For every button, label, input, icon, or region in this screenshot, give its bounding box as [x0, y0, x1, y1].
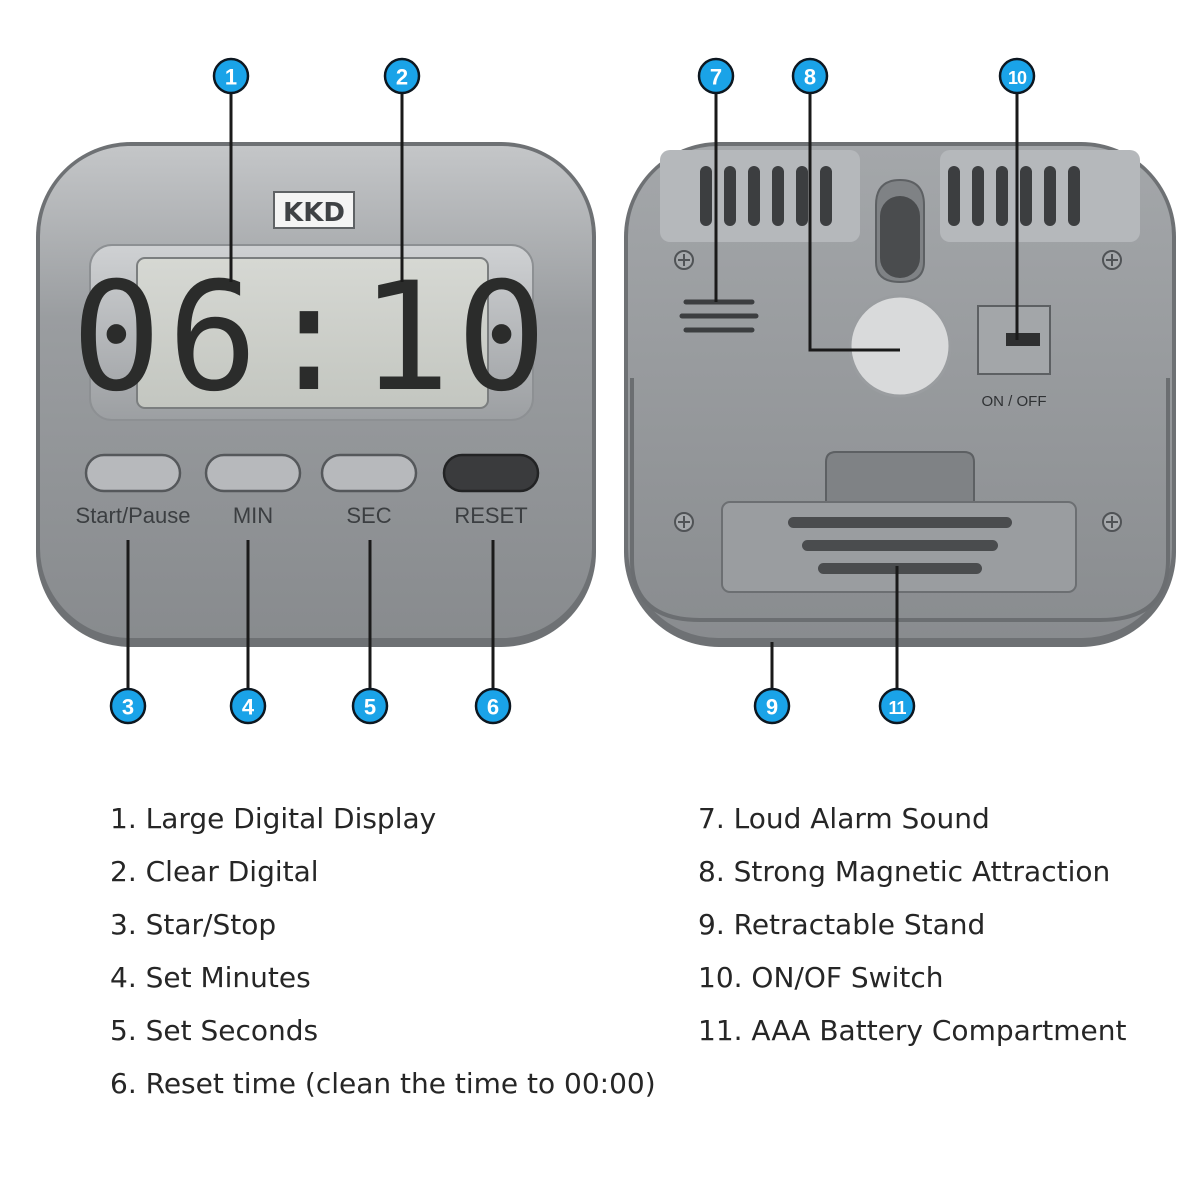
grille-right: [940, 150, 1140, 242]
svg-text:10: 10: [1008, 68, 1027, 88]
alarm-speaker-slits: [679, 299, 759, 333]
timer-back: ON / OFF: [624, 142, 1176, 647]
svg-text:11: 11: [888, 698, 906, 718]
magnet: [848, 294, 952, 398]
reset-button[interactable]: [442, 453, 540, 493]
svg-text:8: 8: [804, 65, 816, 90]
callout-6: 6: [474, 687, 512, 725]
stand-clip: [825, 451, 975, 506]
callout-lines: [126, 93, 1019, 688]
legend-item: 5. Set Seconds: [110, 1014, 319, 1047]
min-label: MIN: [233, 503, 273, 528]
svg-text:3: 3: [122, 695, 134, 720]
brand-logo-box: [273, 191, 355, 229]
start-pause-label: Start/Pause: [76, 503, 191, 528]
callout-10: 10: [998, 57, 1036, 95]
legend-item: 1. Large Digital Display: [110, 802, 437, 835]
battery-cover-grips: [788, 517, 1012, 574]
legend-item: 4. Set Minutes: [110, 961, 311, 994]
keyhole-slot: [880, 196, 920, 278]
grille-slots: [700, 166, 1080, 226]
callout-7: 7: [697, 57, 735, 95]
callout-3: 3: [109, 687, 147, 725]
legend-right: 7. Loud Alarm Sound 8. Strong Magnetic A…: [698, 802, 1127, 1067]
brand-logo: KKD: [283, 198, 345, 228]
svg-text:6: 6: [487, 695, 499, 720]
svg-text:5: 5: [364, 695, 376, 720]
on-off-switch[interactable]: [1006, 333, 1040, 346]
callout-4: 4: [229, 687, 267, 725]
reset-label: RESET: [454, 503, 527, 528]
callout-5: 5: [351, 687, 389, 725]
legend-item: 6. Reset time (clean the time to 00:00): [110, 1067, 656, 1100]
callout-badges: 1 2 3 4 5 6 7 8: [109, 57, 1036, 725]
stand-frame: [630, 378, 1170, 622]
legend-item: 10. ON/OF Switch: [698, 961, 944, 994]
start-pause-button[interactable]: [84, 453, 182, 493]
callout-1: 1: [212, 57, 250, 95]
legend-item: 11. AAA Battery Compartment: [698, 1014, 1127, 1047]
sec-button[interactable]: [320, 453, 418, 493]
callout-8: 8: [791, 57, 829, 95]
svg-text:2: 2: [396, 65, 408, 90]
legend-item: 8. Strong Magnetic Attraction: [698, 855, 1111, 888]
timer-illustration: KKD 06:10 Start/Pause MIN SEC RESET: [36, 57, 1176, 725]
svg-text:7: 7: [710, 65, 722, 90]
sec-label: SEC: [346, 503, 391, 528]
lcd-screen: [136, 257, 489, 409]
callout-9: 9: [753, 687, 791, 725]
timer-front: KKD 06:10 Start/Pause MIN SEC RESET: [36, 142, 596, 647]
lcd-time: 06:10: [71, 251, 553, 425]
legend-item: 2. Clear Digital: [110, 855, 319, 888]
svg-text:4: 4: [242, 695, 255, 720]
legend-item: 9. Retractable Stand: [698, 908, 986, 941]
callout-2: 2: [383, 57, 421, 95]
legend-item: 7. Loud Alarm Sound: [698, 802, 990, 835]
legend-left: 1. Large Digital Display 2. Clear Digita…: [110, 802, 656, 1120]
svg-text:1: 1: [225, 65, 237, 90]
svg-text:9: 9: [766, 695, 778, 720]
min-button[interactable]: [204, 453, 302, 493]
legend-item: 3. Star/Stop: [110, 908, 277, 941]
switch-label: ON / OFF: [982, 393, 1047, 410]
screw-icon: [674, 250, 1122, 532]
callout-11: 11: [878, 687, 916, 725]
